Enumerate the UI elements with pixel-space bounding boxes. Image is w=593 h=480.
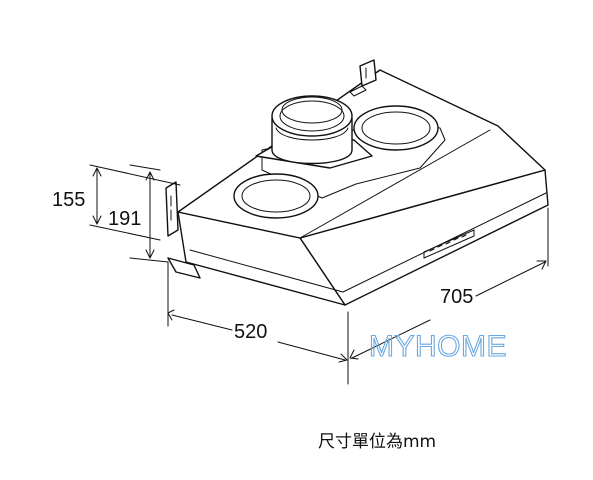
hood-body	[167, 69, 549, 306]
dim-depth: 520	[234, 321, 267, 343]
dim-height-front: 155	[52, 189, 85, 211]
top-label-plate	[349, 85, 367, 97]
rear-mounting-bracket	[359, 59, 377, 87]
hood-foot	[167, 257, 201, 279]
dimension-lines	[89, 164, 549, 385]
top-details	[165, 59, 446, 237]
left-mounting-bracket	[165, 181, 179, 237]
dim-width: 705	[440, 286, 473, 308]
dim-height-total: 191	[108, 208, 141, 230]
watermark: MYHOME	[369, 330, 507, 363]
rear-filter-ring	[353, 105, 439, 151]
front-filter-ring	[233, 173, 319, 219]
unit-note: 尺寸單位為mm	[318, 432, 436, 452]
hood-front-trim	[189, 192, 547, 293]
hood-top-edge	[299, 129, 491, 239]
exhaust-duct	[271, 95, 353, 165]
control-panel	[423, 229, 475, 259]
